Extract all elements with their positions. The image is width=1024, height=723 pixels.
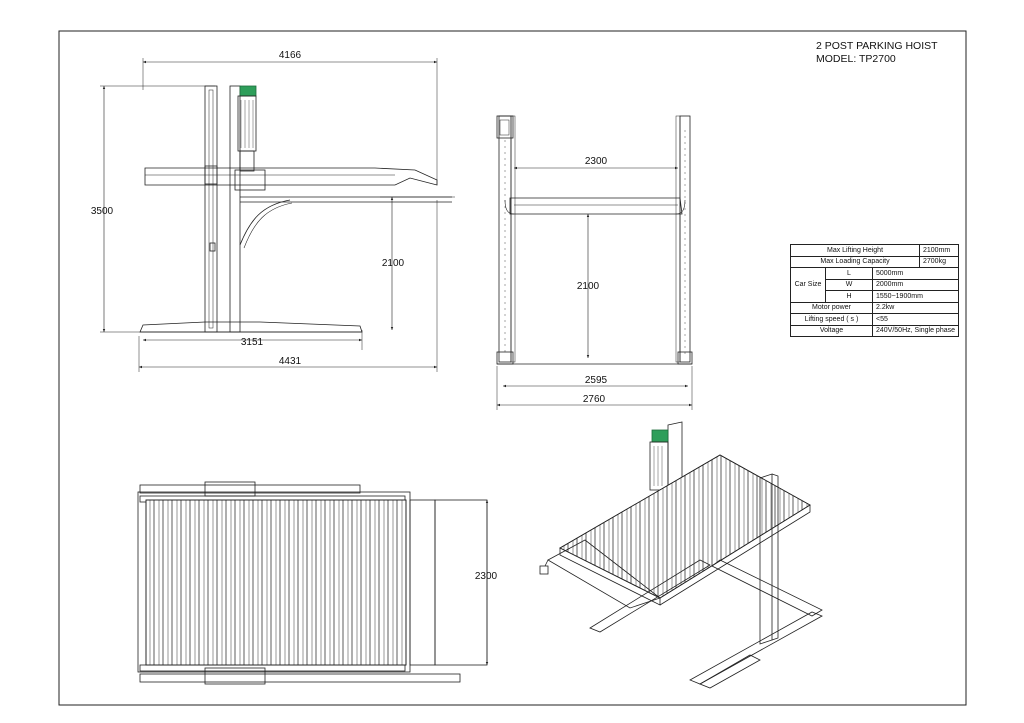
spec-value: 1550~1900mm (872, 290, 959, 303)
drawing-title: 2 POST PARKING HOIST MODEL: TP2700 (816, 40, 938, 66)
front-view (496, 115, 693, 410)
spec-value: 2700kg (919, 255, 959, 268)
spec-value: <55 (872, 313, 959, 326)
spec-table: Max Lifting Height 2100mm Max Loading Ca… (790, 244, 959, 337)
dim-side-height: 3500 (91, 206, 114, 217)
spec-label: Motor power (790, 301, 873, 314)
spec-row-lifting-speed: Lifting speed ( s ) <55 (790, 313, 959, 326)
spec-label: Lifting speed ( s ) (790, 313, 873, 326)
spec-label: Max Lifting Height (790, 244, 920, 257)
spec-row-loading-capacity: Max Loading Capacity 2700kg (790, 255, 959, 268)
dim-front-platform: 2300 (585, 156, 608, 167)
spec-label: Voltage (790, 324, 873, 337)
dim-side-lift-height: 2100 (382, 258, 405, 269)
top-view (137, 481, 489, 685)
spec-row-car-length: Car Size L 5000mm (790, 267, 959, 303)
isometric-view (539, 421, 823, 689)
spec-value: 2100mm (919, 244, 959, 257)
spec-sublabel: H (825, 290, 873, 303)
side-view (100, 58, 455, 372)
spec-sublabel: L (825, 267, 873, 280)
dim-side-width-top: 4166 (279, 50, 302, 61)
dim-top-width: 2300 (475, 571, 498, 582)
dim-side-total: 4431 (279, 356, 302, 367)
spec-value: 240V/50Hz, Single phase (872, 324, 959, 337)
spec-sublabel: W (825, 278, 873, 291)
spec-label: Max Loading Capacity (790, 255, 920, 268)
sheet-border (58, 30, 967, 706)
spec-value: 2.2kw (872, 301, 959, 314)
dim-front-lift-height: 2100 (577, 281, 600, 292)
spec-label: Car Size (790, 267, 826, 303)
spec-value: 5000mm (872, 267, 959, 280)
spec-row-lifting-height: Max Lifting Height 2100mm (790, 244, 959, 257)
spec-value: 2000mm (872, 278, 959, 291)
dim-front-outer: 2760 (583, 394, 606, 405)
title-line-product: 2 POST PARKING HOIST (816, 40, 938, 52)
spec-row-voltage: Voltage 240V/50Hz, Single phase (790, 324, 959, 337)
dim-side-base: 3151 (241, 337, 264, 348)
title-line-model: MODEL: TP2700 (816, 53, 896, 65)
dim-front-inner: 2595 (585, 375, 608, 386)
spec-row-motor-power: Motor power 2.2kw (790, 301, 959, 314)
